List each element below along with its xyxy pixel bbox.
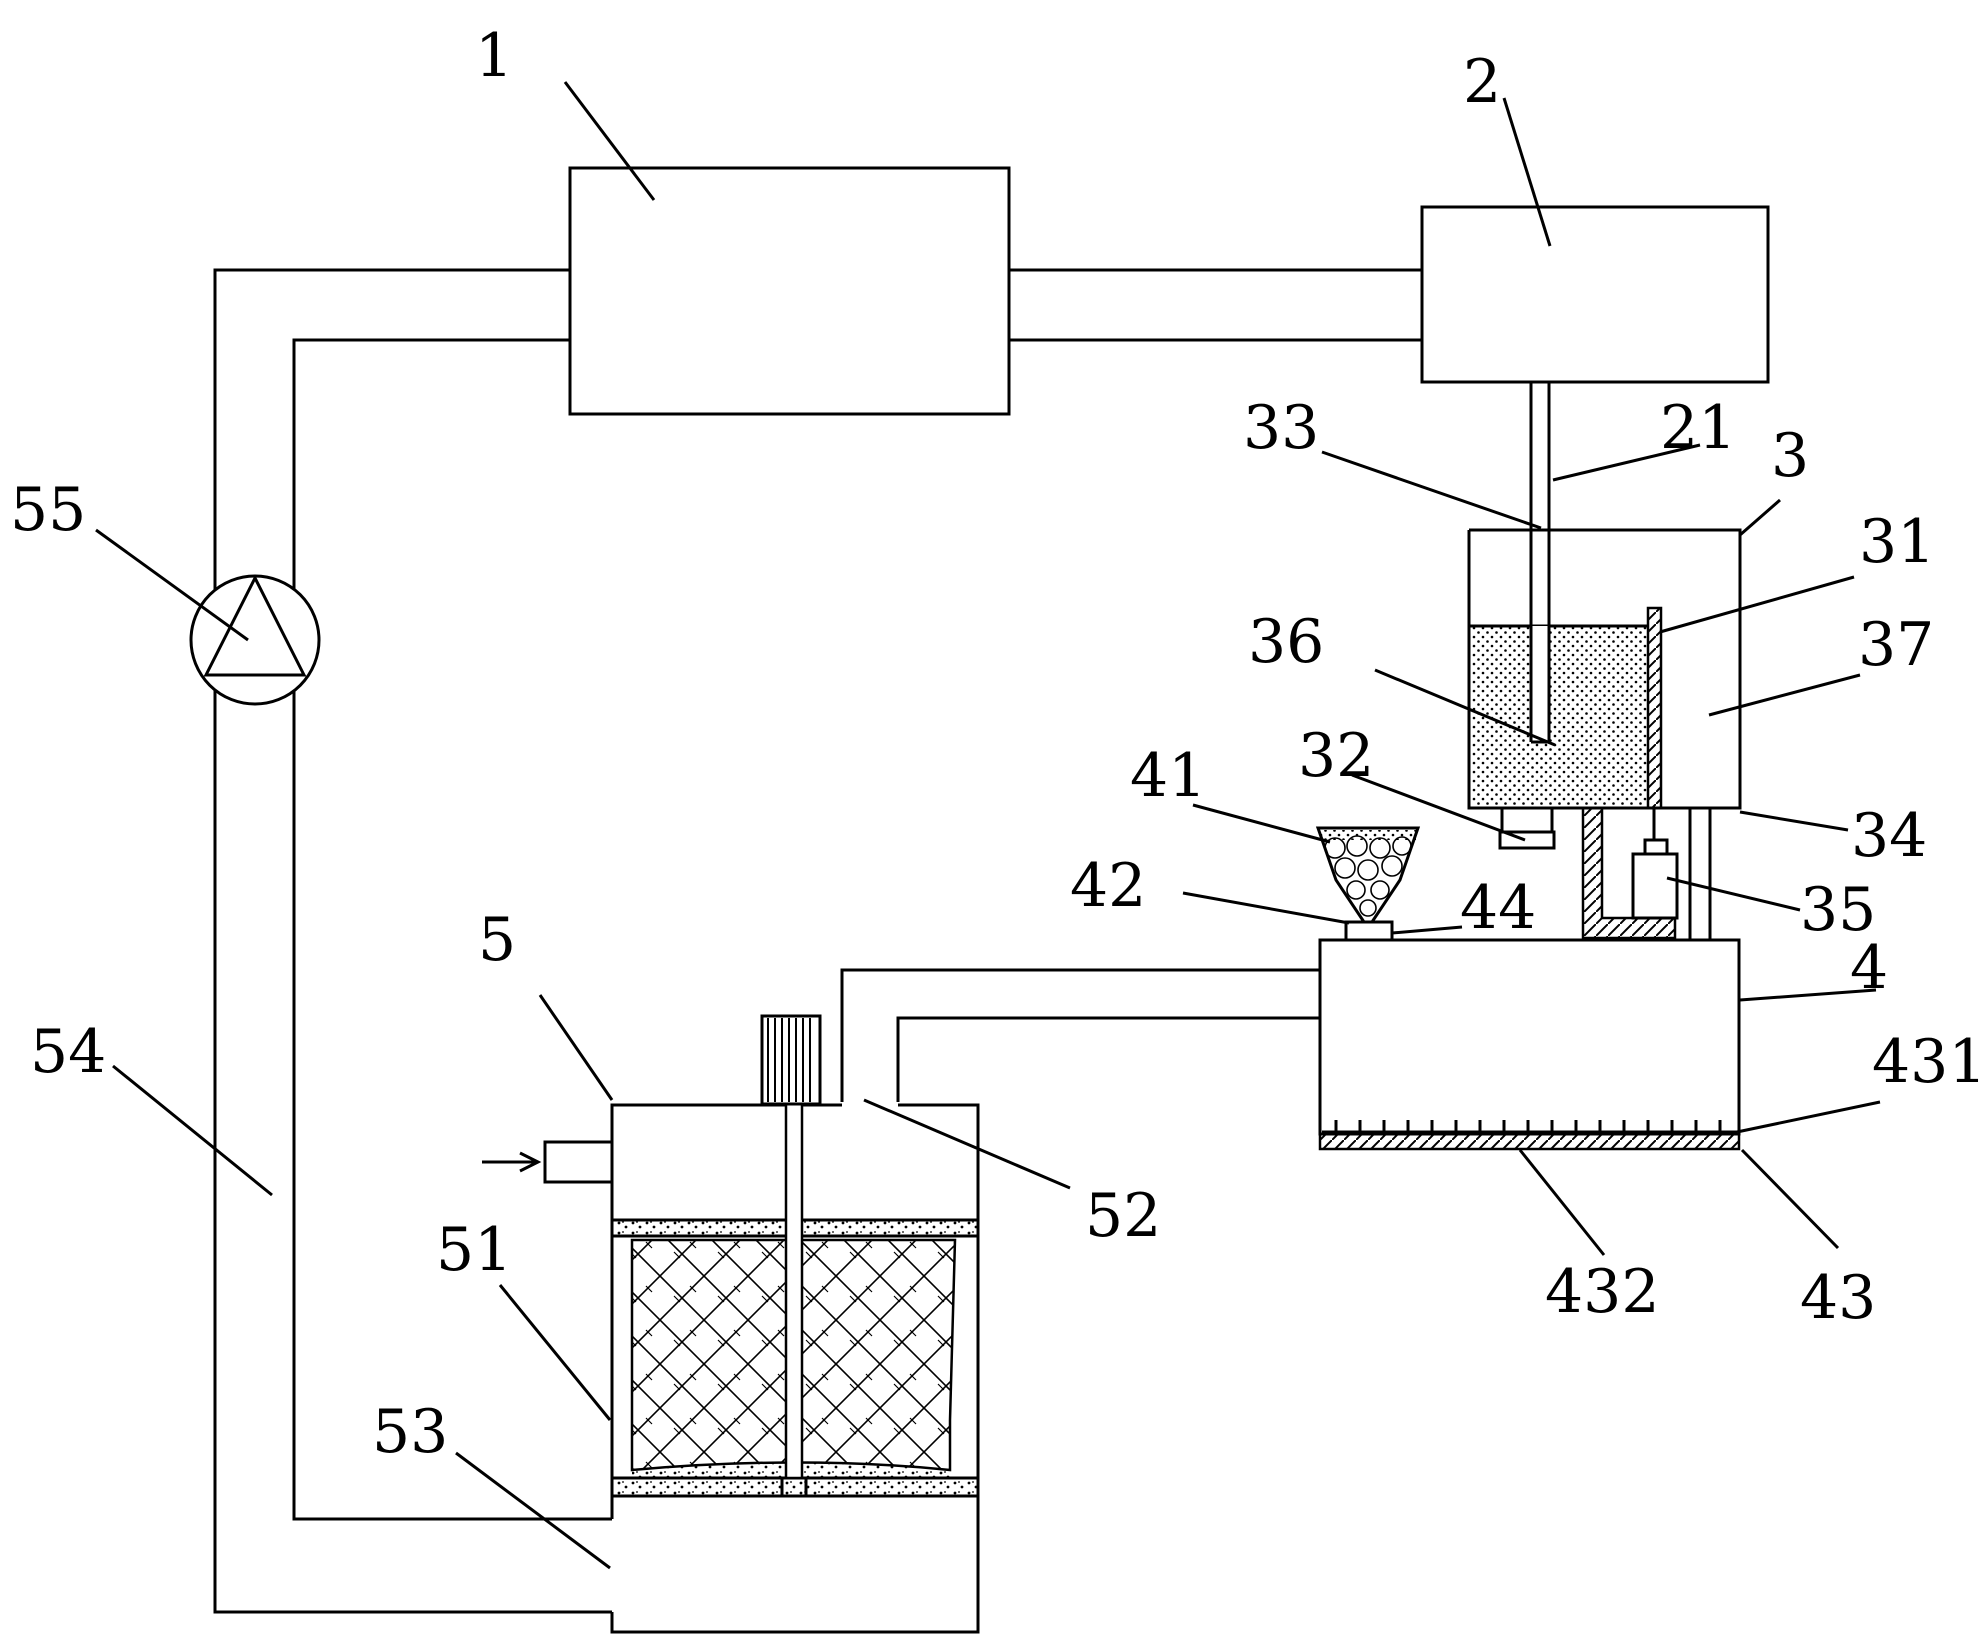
label-4: 4 — [1850, 933, 1888, 1003]
tank-4 — [1318, 938, 1741, 1151]
valve-44 — [1344, 920, 1394, 942]
label-431: 431 — [1872, 1027, 1987, 1097]
device-35 — [1631, 808, 1679, 920]
label-3: 3 — [1771, 421, 1809, 491]
label-35: 35 — [1800, 875, 1876, 945]
label-5: 5 — [478, 905, 516, 975]
label-33: 33 — [1243, 393, 1319, 463]
tank-3 — [1467, 528, 1742, 850]
unit-1-box — [568, 166, 1011, 416]
label-54: 54 — [30, 1017, 106, 1087]
pipe-1-to-2 — [1009, 268, 1422, 342]
label-31: 31 — [1859, 507, 1935, 577]
label-432: 432 — [1545, 1257, 1660, 1327]
label-37: 37 — [1858, 610, 1934, 680]
unit-2-box — [1420, 205, 1770, 384]
label-55: 55 — [10, 475, 86, 545]
label-36: 36 — [1248, 607, 1324, 677]
label-2: 2 — [1463, 47, 1501, 117]
label-53: 53 — [372, 1397, 448, 1467]
tank-5 — [543, 1014, 980, 1634]
labels: 1 2 33 21 3 31 36 37 32 41 34 42 44 35 5… — [10, 21, 1987, 1467]
label-44: 44 — [1460, 873, 1536, 943]
pump-55-icon — [189, 574, 321, 706]
label-21: 21 — [1660, 393, 1736, 463]
label-1: 1 — [475, 21, 513, 91]
label-43: 43 — [1800, 1263, 1876, 1333]
pipe-52 — [840, 968, 1320, 1102]
leader-lines — [95, 81, 1881, 1570]
label-52: 52 — [1085, 1181, 1161, 1251]
nozzle-row-431 — [1334, 1120, 1722, 1133]
label-41: 41 — [1130, 741, 1206, 811]
inlet-arrow-icon — [482, 1151, 542, 1173]
return-pipe-54 — [213, 268, 612, 1614]
label-51: 51 — [436, 1215, 512, 1285]
hopper-41 — [1315, 826, 1421, 924]
label-42: 42 — [1070, 851, 1146, 921]
label-32: 32 — [1298, 721, 1374, 791]
bracket-34 — [1581, 806, 1712, 940]
label-34: 34 — [1851, 801, 1927, 871]
